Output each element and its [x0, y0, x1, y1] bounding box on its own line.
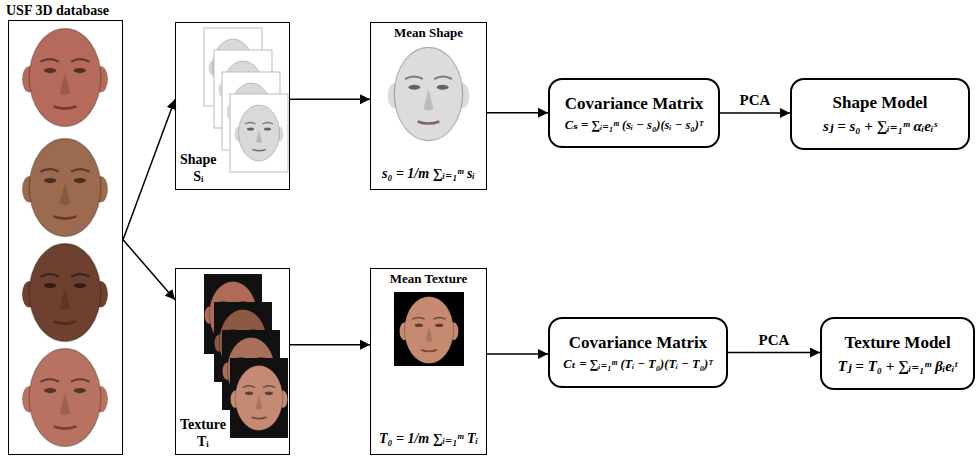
model-box: Shape Model sⱼ = s₀ + ∑ᵢ₌₁ᵐ αᵢeᵢˢ	[790, 78, 970, 150]
stack-label: Shape Sᵢ	[180, 151, 217, 185]
stack-label: Texture Tᵢ	[180, 416, 226, 450]
image-card	[230, 358, 288, 438]
face-figure	[22, 244, 108, 342]
box-title: Shape Model	[833, 92, 928, 113]
face-figure	[231, 366, 288, 431]
arrow-connector	[487, 112, 548, 114]
image-card	[394, 292, 464, 366]
formula: s₀ = 1/m ∑ᵢ₌₁ᵐ sᵢ	[382, 165, 475, 183]
mean-box: Mean Texture T₀ = 1/m ∑ᵢ₌₁ᵐ Tᵢ	[370, 268, 487, 455]
arrow-connector	[123, 240, 175, 300]
box-title: Texture Model	[844, 332, 950, 353]
face-figure	[400, 296, 459, 363]
formula: Cₛ = ∑ᵢ₌₁ᵐ (sᵢ − s₀)(sᵢ − s₀)ᵀ	[565, 117, 704, 134]
image-stack-box: Texture Tᵢ	[175, 268, 290, 455]
formula: T₀ = 1/m ∑ᵢ₌₁ᵐ Tᵢ	[379, 430, 478, 448]
frame-heading: USF 3D database	[6, 2, 109, 19]
formula: Cₜ = ∑ᵢ₌₁ᵐ (Tᵢ − T₀)(Tᵢ − T₀)ᵀ	[563, 356, 712, 373]
box-title: Covariance Matrix	[569, 332, 707, 353]
arrow-connector	[728, 352, 820, 354]
face-figure	[22, 349, 108, 447]
arrow-connector	[123, 99, 175, 239]
mean-box: Mean Shape s₀ = 1/m ∑ᵢ₌₁ᵐ sᵢ	[370, 22, 487, 190]
arrow-connector	[290, 99, 370, 101]
database-frame: USF 3D database	[8, 20, 123, 455]
box-title: Covariance Matrix	[565, 93, 703, 114]
edge-label: PCA	[738, 92, 773, 109]
label-anchor: PCA	[757, 332, 792, 349]
box-title: Mean Texture	[390, 271, 467, 287]
face-figure	[235, 105, 284, 161]
label-anchor: PCA	[738, 92, 773, 109]
arrow-connector	[487, 353, 548, 355]
box-title: Mean Shape	[394, 25, 463, 41]
arrow-connector	[720, 112, 790, 114]
edge-label: PCA	[757, 332, 792, 349]
process-box: Covariance Matrix Cₜ = ∑ᵢ₌₁ᵐ (Tᵢ − T₀)(Tᵢ…	[548, 317, 728, 388]
arrow-connector	[290, 344, 370, 346]
process-box: Covariance Matrix Cₛ = ∑ᵢ₌₁ᵐ (sᵢ − s₀)(sᵢ…	[548, 78, 720, 148]
formula: sⱼ = s₀ + ∑ᵢ₌₁ᵐ αᵢeᵢˢ	[823, 117, 937, 136]
image-card	[230, 94, 288, 172]
model-box: Texture Model Tⱼ = T₀ + ∑ᵢ₌₁ᵐ βᵢeᵢᵗ	[820, 317, 975, 390]
face-figure	[22, 139, 108, 237]
face-figure	[22, 29, 108, 127]
formula: Tⱼ = T₀ + ∑ᵢ₌₁ᵐ βᵢeᵢᵗ	[838, 357, 958, 376]
image-stack-box: Shape Sᵢ	[175, 22, 290, 190]
face-figure	[388, 47, 470, 140]
